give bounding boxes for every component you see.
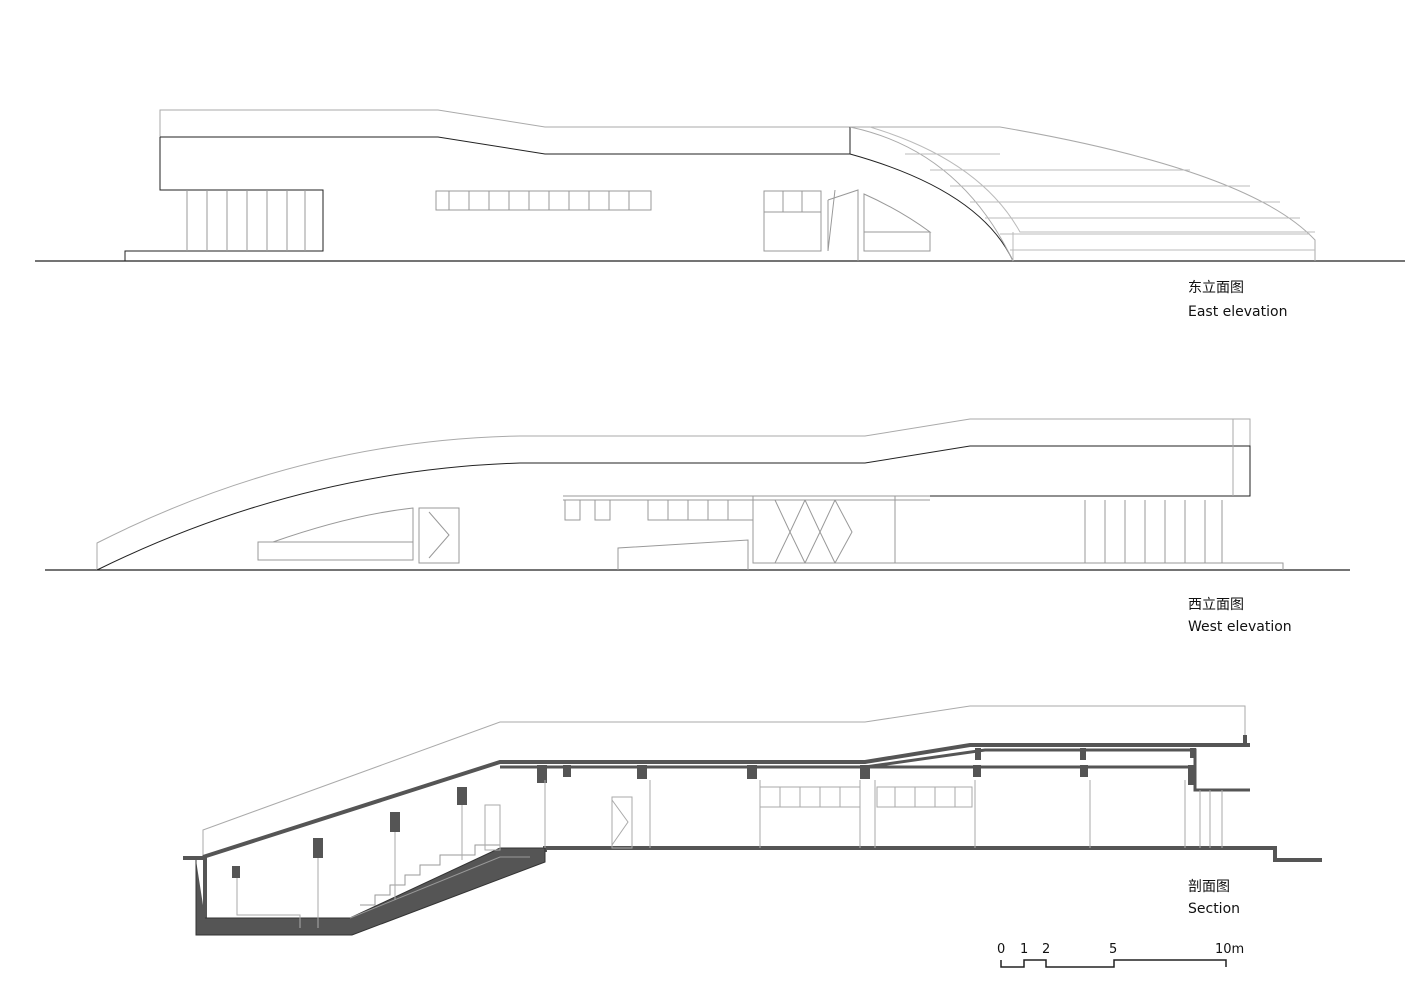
- title-cn: 剖面图: [1188, 879, 1230, 895]
- title-en: West elevation: [1188, 619, 1292, 635]
- scale-tick-0: 0: [997, 942, 1006, 957]
- title-en: Section: [1188, 901, 1241, 917]
- section-title: 剖面图 Section: [1188, 878, 1240, 918]
- west-elevation-title: 西立面图 West elevation: [1188, 596, 1292, 636]
- title-en: East elevation: [1188, 304, 1288, 320]
- scale-tick-1: 1: [1020, 942, 1029, 957]
- scale-bar: [1000, 959, 1227, 968]
- section: [183, 705, 1322, 936]
- east-elevation-title: 东立面图 East elevation: [1188, 279, 1287, 321]
- title-cn: 西立面图: [1188, 597, 1244, 613]
- east-elevation: [35, 109, 1405, 262]
- scale-tick-2: 2: [1042, 942, 1051, 957]
- scale-tick-10m: 10m: [1215, 942, 1245, 957]
- west-elevation: [45, 418, 1350, 571]
- title-cn: 东立面图: [1188, 280, 1244, 296]
- scale-tick-5: 5: [1109, 942, 1118, 957]
